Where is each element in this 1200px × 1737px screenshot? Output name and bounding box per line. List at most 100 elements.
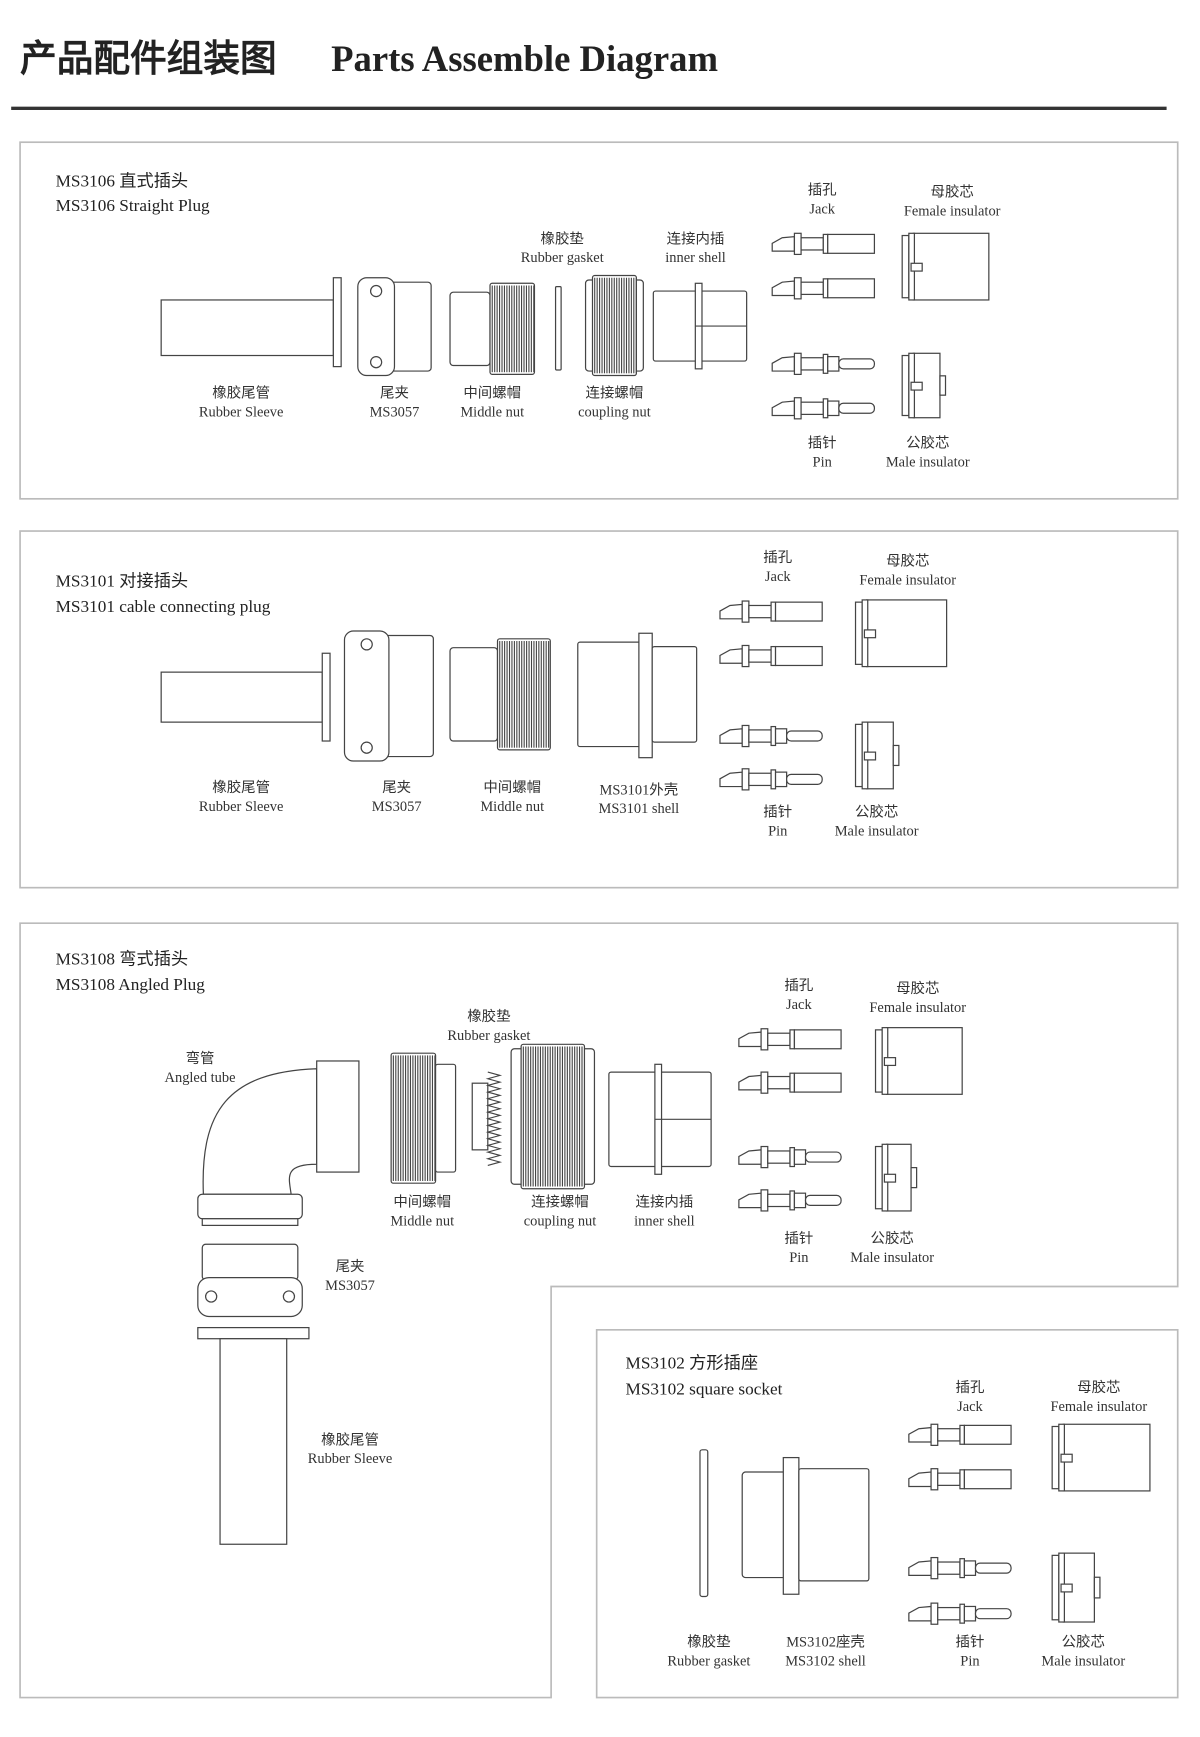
ms3106-female_insulator-cn-label: 母胶芯 — [931, 184, 974, 201]
ms3106-middle_nut-en-label: Middle nut — [460, 405, 524, 421]
ms3106-jack-cn-label: 插孔 — [808, 181, 837, 198]
ms3101-middle_nut-en-label: Middle nut — [480, 799, 544, 815]
ms3102-jack-en-label: Jack — [957, 1399, 983, 1415]
outline — [838, 358, 876, 370]
outline — [554, 286, 562, 371]
female-insulator-drawing — [854, 599, 948, 668]
ms3106-male_insulator-cn-label: 公胶芯 — [906, 435, 949, 452]
outline — [738, 1031, 762, 1048]
ms3106-heading_cn-label: MS3106 直式插头 — [56, 172, 189, 191]
male-insulator-drawing — [854, 721, 900, 790]
outline — [201, 1218, 299, 1227]
ms3106-male_insulator-en-label: Male insulator — [886, 455, 970, 471]
screw-hole — [369, 356, 383, 369]
outline — [937, 1561, 961, 1575]
outline — [748, 604, 772, 619]
outline — [804, 1151, 842, 1163]
outline — [912, 232, 990, 301]
outline — [789, 1190, 796, 1211]
outline — [760, 1145, 769, 1169]
outline — [760, 1071, 769, 1094]
outline — [1060, 1583, 1073, 1593]
ms3101-clamp-cn-label: 尾夹 — [382, 779, 411, 796]
outline — [908, 1605, 932, 1622]
pin-drawing — [738, 1145, 842, 1169]
outline — [434, 1063, 457, 1173]
outline — [786, 730, 823, 742]
ms3101-heading_cn-label: MS3101 对接插头 — [56, 572, 189, 591]
ms3102-pin-cn-label: 插针 — [956, 1633, 985, 1650]
pin-drawing — [908, 1602, 1012, 1625]
ms3106-rubber_gasket-en-label: Rubber gasket — [521, 250, 604, 266]
outline — [793, 232, 802, 256]
pin-drawing — [738, 1189, 842, 1212]
panel-ms3108 — [19, 922, 1179, 1699]
outline — [963, 1424, 1012, 1445]
outline — [774, 728, 788, 744]
outline — [901, 234, 910, 299]
ms3102-male_insulator-en-label: Male insulator — [1041, 1653, 1125, 1669]
outline — [160, 671, 323, 723]
outline — [197, 1277, 303, 1318]
title-rule — [11, 106, 1167, 110]
outline — [771, 235, 796, 252]
outline — [357, 277, 396, 377]
clamp-ms3057-drawing — [357, 277, 432, 377]
outline — [449, 647, 499, 742]
outline — [760, 1189, 769, 1212]
outline — [822, 278, 829, 299]
outline — [883, 1173, 897, 1183]
screw-hole — [360, 638, 373, 651]
outline — [332, 277, 342, 368]
outline — [908, 1560, 932, 1576]
outline — [793, 397, 802, 420]
outline — [789, 1072, 796, 1093]
outline — [908, 1426, 932, 1443]
ms3106-rubber_gasket-cn-label: 橡胶垫 — [541, 230, 585, 247]
ms3101-male_insulator-cn-label: 公胶芯 — [855, 804, 898, 821]
outline — [892, 744, 900, 767]
outline — [741, 724, 750, 748]
outline — [789, 1147, 796, 1168]
outline — [770, 725, 777, 747]
outline — [219, 1338, 288, 1545]
outline — [827, 233, 876, 254]
ms3101-rubber_sleeve-en-label: Rubber Sleeve — [199, 799, 284, 815]
outline — [767, 1193, 791, 1208]
ms3108-female_insulator-cn-label: 母胶芯 — [896, 980, 939, 997]
outline — [638, 632, 653, 759]
ms3102-rubber_gasket-cn-label: 橡胶垫 — [687, 1633, 731, 1650]
outline — [767, 1075, 791, 1090]
outline — [738, 1192, 762, 1209]
ms3102-heading_cn-label: MS3102 方形插座 — [626, 1354, 759, 1373]
jack-drawing — [908, 1423, 1012, 1446]
pin-drawing — [771, 352, 876, 376]
outline — [767, 1150, 791, 1164]
outline — [160, 299, 334, 357]
male-insulator-drawing — [1051, 1552, 1101, 1623]
coupling-nut-drawing — [510, 1043, 596, 1190]
female-insulator-drawing — [901, 232, 990, 301]
outline — [793, 1192, 807, 1209]
outline — [800, 357, 824, 371]
ms3101-clamp-en-label: MS3057 — [372, 799, 422, 815]
pin-drawing — [908, 1556, 1012, 1580]
outline — [577, 641, 646, 748]
outline — [793, 277, 802, 300]
ms3108-rubber_sleeve-en-label: Rubber Sleeve — [308, 1451, 393, 1467]
outline — [886, 1027, 963, 1095]
outline — [771, 280, 796, 297]
ms3101-shell-cn-label: MS3101外壳 — [600, 781, 679, 798]
ms3108-rubber_gasket-cn-label: 橡胶垫 — [467, 1008, 511, 1025]
pin-drawing — [719, 768, 823, 791]
jack-drawing — [719, 644, 823, 668]
ms3101-pin-en-label: Pin — [768, 823, 787, 839]
outline — [959, 1469, 966, 1490]
outline — [793, 1029, 842, 1050]
panel-ms3101 — [19, 530, 1179, 889]
ms3102-shell-cn-label: MS3102座壳 — [786, 1633, 865, 1650]
ms3106-clamp-en-label: MS3057 — [370, 405, 420, 421]
outline — [485, 1071, 503, 1166]
outline — [827, 278, 876, 299]
